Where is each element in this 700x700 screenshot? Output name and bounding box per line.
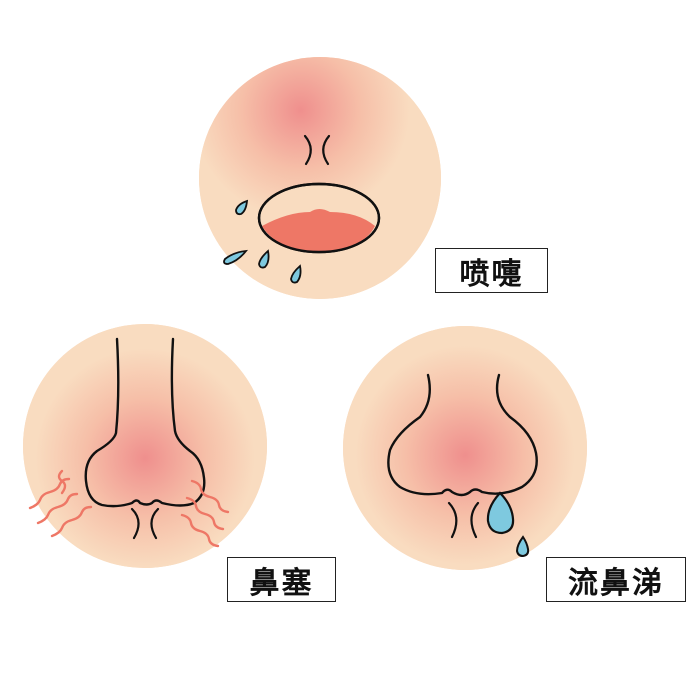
panel-runny-nose xyxy=(342,325,588,571)
panel-sneeze xyxy=(198,56,442,300)
nostril-right-icon xyxy=(322,134,331,166)
wavy-lines-right-icon xyxy=(180,479,230,548)
nose-icon xyxy=(387,373,538,497)
nasal-congestion-illustration xyxy=(23,324,267,568)
label-sneeze: 喷嚏 xyxy=(435,248,548,293)
nostril-left-icon xyxy=(447,501,458,539)
nostril-right-icon xyxy=(470,501,480,539)
nose-icon xyxy=(84,337,206,508)
nostril-left-icon xyxy=(130,507,140,540)
droplet-small-icon xyxy=(515,535,530,558)
label-runny-nose: 流鼻涕 xyxy=(546,557,686,602)
droplet-icons xyxy=(223,199,302,284)
sneeze-illustration xyxy=(199,57,441,299)
nostril-left-icon xyxy=(303,134,312,166)
nostril-right-icon xyxy=(150,507,160,540)
droplet-large-icon xyxy=(486,491,515,535)
panel-nasal-congestion xyxy=(22,323,268,569)
wavy-lines-left-icon xyxy=(28,469,93,538)
runny-nose-illustration xyxy=(343,326,587,570)
label-nasal-congestion: 鼻塞 xyxy=(227,557,336,602)
